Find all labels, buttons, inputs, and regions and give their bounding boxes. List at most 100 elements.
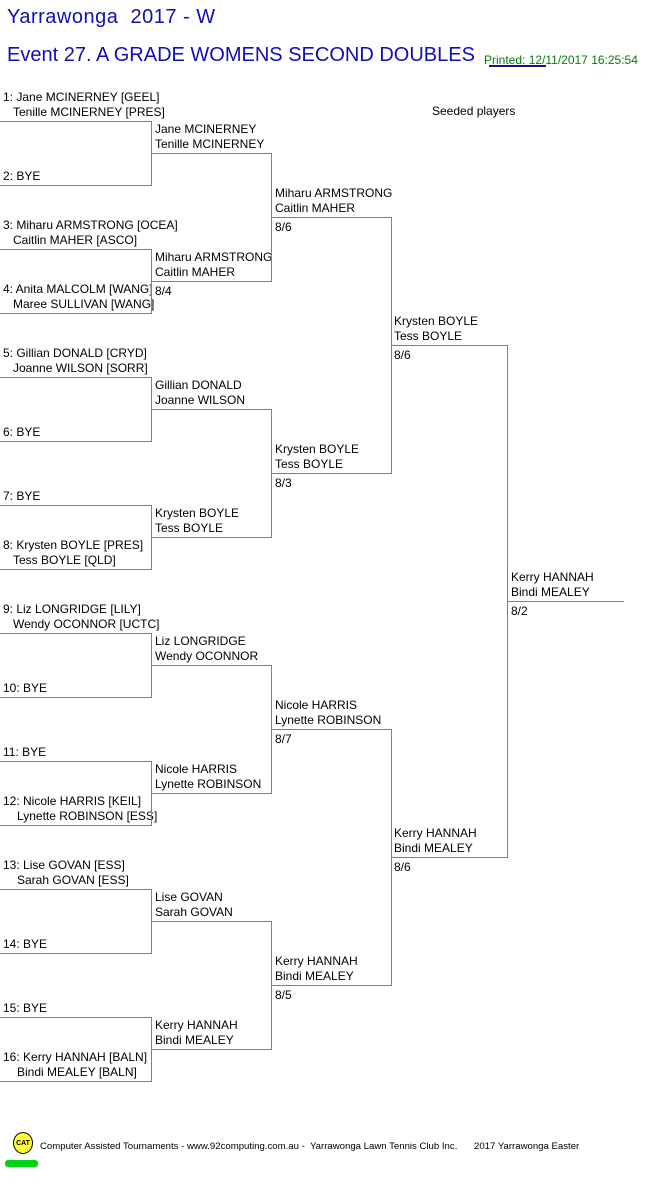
match-line <box>508 601 624 602</box>
connector-line <box>391 729 392 986</box>
match-line <box>152 665 272 666</box>
tournament-title: Yarrawonga 2017 - W <box>7 6 216 28</box>
match-line <box>152 153 272 154</box>
entry-name: 15: BYE <box>3 1001 48 1015</box>
entry-name: 6: BYE <box>3 425 41 439</box>
entry-name: Maree SULLIVAN [WANG] <box>13 297 155 311</box>
match-score: 8/7 <box>275 732 292 746</box>
entry-name: 9: Liz LONGRIDGE [LILY] <box>3 602 141 616</box>
footer-credit: Computer Assisted Tournaments - www.92co… <box>40 1141 458 1152</box>
winner-name: Jane MCINERNEY <box>155 122 257 136</box>
match-line <box>272 985 392 986</box>
winner-name: Krysten BOYLE <box>155 506 240 520</box>
winner-name: Miharu ARMSTRONG <box>275 186 393 200</box>
entry-bracket-line <box>0 505 152 506</box>
entry-name: Wendy OCONNOR [UCTC] <box>13 617 160 631</box>
winner-name: Kerry HANNAH <box>275 954 358 968</box>
winner-name: Tess BOYLE <box>394 329 463 343</box>
entry-bracket-line <box>0 953 152 954</box>
entry-name: Sarah GOVAN [ESS] <box>17 873 129 887</box>
winner-name: Bindi MEALEY <box>155 1033 234 1047</box>
winner-name: Gillian DONALD <box>155 378 242 392</box>
winner-name: Caitlin MAHER <box>155 265 236 279</box>
seeded-players-label: Seeded players <box>432 104 516 118</box>
cat-logo-label: CAT <box>16 1139 30 1147</box>
connector-line <box>151 249 152 314</box>
match-line <box>392 857 508 858</box>
entry-name: Lynette ROBINSON [ESS] <box>17 809 158 823</box>
entry-bracket-line <box>0 1081 152 1082</box>
winner-name: Tenille MCINERNEY <box>155 137 265 151</box>
connector-line <box>151 377 152 442</box>
entry-bracket-line <box>0 377 152 378</box>
cat-logo: CAT <box>13 1132 33 1154</box>
logo-underline-bar <box>5 1160 38 1167</box>
entry-name: 14: BYE <box>3 937 48 951</box>
match-line <box>392 345 508 346</box>
match-line <box>152 1049 272 1050</box>
event-title-underline <box>489 65 546 67</box>
winner-name: Joanne WILSON <box>155 393 246 407</box>
winner-name: Kerry HANNAH <box>394 826 477 840</box>
match-score: 8/6 <box>394 860 411 874</box>
entry-name: 8: Krysten BOYLE [PRES] <box>3 538 144 552</box>
entry-bracket-line <box>0 569 152 570</box>
entry-bracket-line <box>0 633 152 634</box>
entry-name: 4: Anita MALCOLM [WANG] <box>3 282 153 296</box>
match-line <box>152 281 272 282</box>
entry-name: 5: Gillian DONALD [CRYD] <box>3 346 147 360</box>
printed-timestamp: Printed: 12/11/2017 16:25:54 <box>484 53 638 67</box>
connector-line <box>507 345 508 858</box>
entry-name: Caitlin MAHER [ASCO] <box>13 233 138 247</box>
entry-bracket-line <box>0 825 152 826</box>
connector-line <box>151 121 152 186</box>
winner-name: Wendy OCONNOR <box>155 649 259 663</box>
connector-line <box>391 217 392 474</box>
entry-name: 7: BYE <box>3 489 41 503</box>
connector-line <box>151 1017 152 1082</box>
connector-line <box>271 921 272 1050</box>
winner-name: Liz LONGRIDGE <box>155 634 246 648</box>
entry-name: 1: Jane MCINERNEY [GEEL] <box>3 90 160 104</box>
winner-name: Krysten BOYLE <box>394 314 479 328</box>
winner-name: Kerry HANNAH <box>155 1018 238 1032</box>
winner-name: Bindi MEALEY <box>511 585 590 599</box>
entry-bracket-line <box>0 313 152 314</box>
entry-bracket-line <box>0 1017 152 1018</box>
entry-name: Joanne WILSON [SORR] <box>13 361 148 375</box>
match-line <box>152 537 272 538</box>
event-title: Event 27. A GRADE WOMENS SECOND DOUBLES <box>7 44 475 66</box>
match-score: 8/3 <box>275 476 292 490</box>
entry-name: 16: Kerry HANNAH [BALN] <box>3 1050 148 1064</box>
entry-name: 10: BYE <box>3 681 48 695</box>
connector-line <box>151 505 152 570</box>
match-score: 8/6 <box>394 348 411 362</box>
winner-name: Miharu ARMSTRONG <box>155 250 273 264</box>
winner-name: Tess BOYLE <box>155 521 224 535</box>
match-line <box>152 921 272 922</box>
connector-line <box>151 889 152 954</box>
entry-bracket-line <box>0 185 152 186</box>
winner-name: Nicole HARRIS <box>275 698 358 712</box>
match-score: 8/2 <box>511 604 528 618</box>
connector-line <box>151 633 152 698</box>
entry-name: 2: BYE <box>3 169 41 183</box>
winner-name: Bindi MEALEY <box>275 969 354 983</box>
winner-name: Bindi MEALEY <box>394 841 473 855</box>
footer-event-name: 2017 Yarrawonga Easter <box>474 1141 580 1152</box>
match-line <box>152 793 272 794</box>
match-line <box>152 409 272 410</box>
match-score: 8/5 <box>275 988 292 1002</box>
entry-bracket-line <box>0 889 152 890</box>
entry-name: Bindi MEALEY [BALN] <box>17 1065 137 1079</box>
winner-name: Lynette ROBINSON <box>155 777 262 791</box>
match-score: 8/6 <box>275 220 292 234</box>
winner-name: Caitlin MAHER <box>275 201 356 215</box>
match-line <box>272 217 392 218</box>
winner-name: Tess BOYLE <box>275 457 344 471</box>
winner-name: Lise GOVAN <box>155 890 223 904</box>
winner-name: Kerry HANNAH <box>511 570 594 584</box>
entry-name: Tess BOYLE [QLD] <box>13 553 116 567</box>
match-score: 8/4 <box>155 284 172 298</box>
